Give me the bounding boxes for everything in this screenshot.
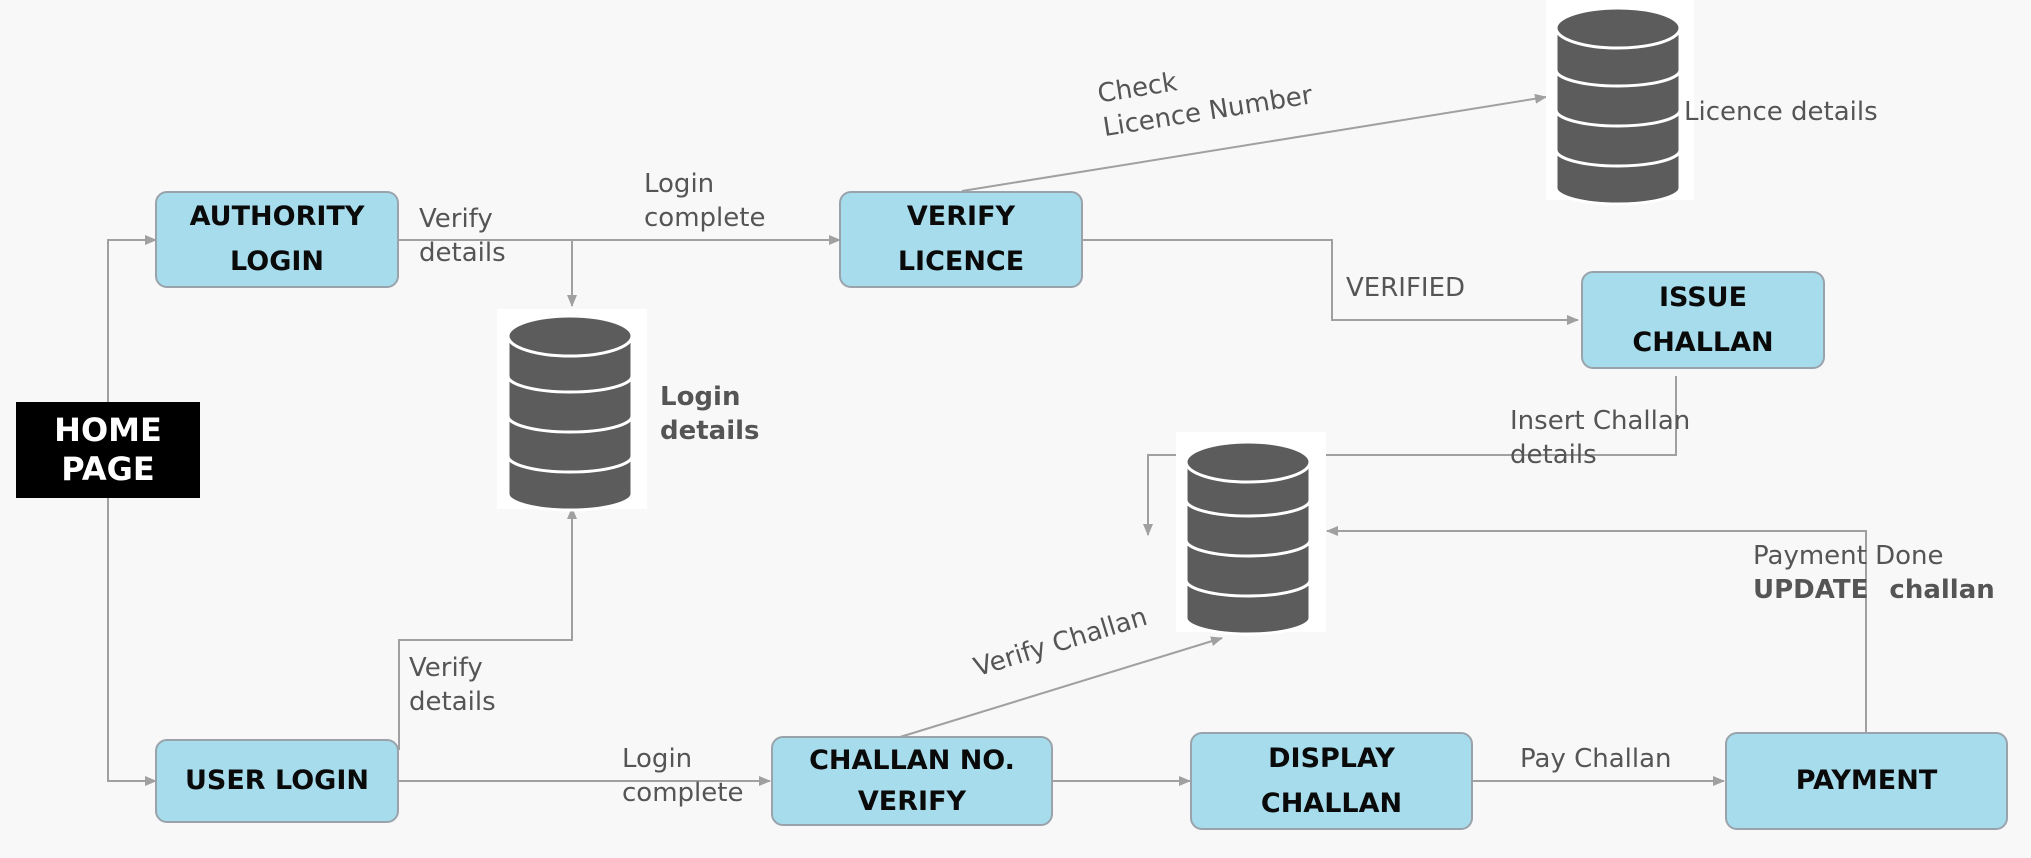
login-details-line-2: details <box>660 415 760 446</box>
challan-no-verify-line-2: VERIFY <box>857 785 967 817</box>
edge-verify-issue <box>1083 239 1579 325</box>
verify-details-bottom-line-1: Verify <box>409 653 483 683</box>
edge-home-user <box>107 498 157 786</box>
challan-no-verify-node[interactable]: CHALLAN NO. VERIFY <box>771 736 1053 826</box>
verify-details-top-line-2: details <box>419 237 506 268</box>
edge-home-authority <box>107 235 157 402</box>
login-complete-top-line-1: Login <box>644 169 715 199</box>
insert-challan-label: Insert Challan details <box>1510 405 1690 473</box>
challan-database-icon <box>1176 432 1326 636</box>
verified-label: VERIFIED <box>1346 272 1465 306</box>
licence-database-icon <box>1546 0 1694 206</box>
home-page-line-1: HOME <box>54 410 162 449</box>
login-details-line-1: Login <box>660 382 741 412</box>
login-complete-bottom-label: Login complete <box>622 743 743 811</box>
pay-challan-text: Pay Challan <box>1520 744 1672 774</box>
update-text: UPDATE <box>1753 575 1869 605</box>
update-challan-text: challan <box>1889 575 1995 605</box>
payment-label: PAYMENT <box>1795 765 1938 797</box>
login-complete-bottom-line-2: complete <box>622 777 744 808</box>
issue-challan-line-1: ISSUE <box>1658 281 1748 313</box>
challan-no-verify-line-1: CHALLAN NO. <box>809 744 1015 776</box>
licence-details-label: Licence details <box>1684 96 1878 130</box>
edge-challan-verify-db <box>899 636 1223 738</box>
verify-details-top-label: Verify details <box>419 203 506 271</box>
payment-node[interactable]: PAYMENT <box>1725 732 2008 830</box>
verify-licence-node[interactable]: VERIFY LICENCE <box>839 191 1083 288</box>
user-login-node[interactable]: USER LOGIN <box>155 739 399 823</box>
login-complete-top-line-2: complete <box>644 202 766 233</box>
verify-details-bottom-line-2: details <box>409 686 496 717</box>
display-challan-line-2: CHALLAN <box>1260 787 1403 819</box>
display-challan-line-1: DISPLAY <box>1268 742 1395 774</box>
issue-challan-node[interactable]: ISSUE CHALLAN <box>1581 271 1825 369</box>
licence-details-text: Licence details <box>1684 97 1878 127</box>
pay-challan-label: Pay Challan <box>1520 743 1672 777</box>
home-page-node[interactable]: HOME PAGE <box>16 402 200 498</box>
verify-details-top-line-1: Verify <box>419 204 493 234</box>
login-details-label: Login details <box>660 381 760 449</box>
update-challan-label: UPDATE challan <box>1753 574 1995 608</box>
payment-done-text: Payment Done <box>1753 541 1944 571</box>
home-page-line-2: PAGE <box>61 450 155 488</box>
verify-details-bottom-label: Verify details <box>409 652 496 720</box>
login-complete-top-label: Login complete <box>644 168 765 236</box>
login-database-icon <box>497 309 647 512</box>
edge-verify-licence-db <box>961 93 1547 192</box>
authority-login-line-1: AUTHORITY <box>189 201 365 233</box>
insert-challan-line-1: Insert Challan <box>1510 406 1691 436</box>
authority-login-line-2: LOGIN <box>230 245 324 277</box>
display-challan-node[interactable]: DISPLAY CHALLAN <box>1190 732 1473 830</box>
login-complete-bottom-line-1: Login <box>622 744 693 774</box>
edge-payment-challan-db <box>1326 526 1867 733</box>
issue-challan-line-2: CHALLAN <box>1632 326 1774 358</box>
authority-login-node[interactable]: AUTHORITY LOGIN <box>155 191 399 288</box>
verify-licence-line-1: VERIFY <box>906 201 1016 233</box>
user-login-label: USER LOGIN <box>184 765 369 797</box>
verified-text: VERIFIED <box>1346 273 1466 303</box>
payment-done-label: Payment Done <box>1753 540 1944 574</box>
insert-challan-line-2: details <box>1510 439 1597 470</box>
verify-licence-line-2: LICENCE <box>897 245 1025 277</box>
edge-issue-challan-db <box>1143 376 1677 536</box>
edge-user-login-db <box>398 507 577 750</box>
